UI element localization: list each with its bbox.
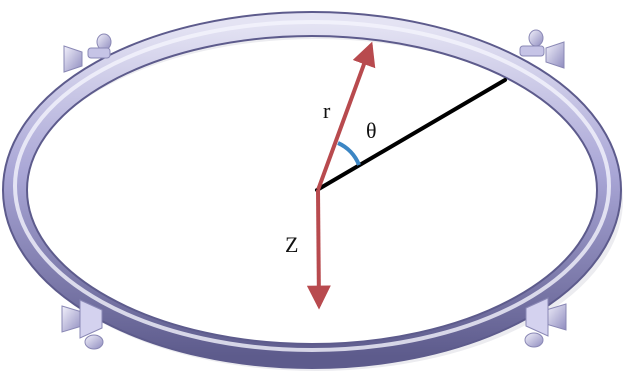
mount-icon [519,29,565,69]
radius-line [315,78,507,192]
mount-icon [63,33,112,73]
ring-highlight [13,20,611,352]
r-vector [316,41,376,191]
ring [4,13,620,367]
r-label: r [323,98,331,123]
z-label: Z [285,232,298,257]
mount-icon [61,299,104,350]
angle-arc [337,141,361,166]
mount-icon [524,297,567,348]
theta-label: θ [366,118,377,143]
z-vector [306,189,331,310]
